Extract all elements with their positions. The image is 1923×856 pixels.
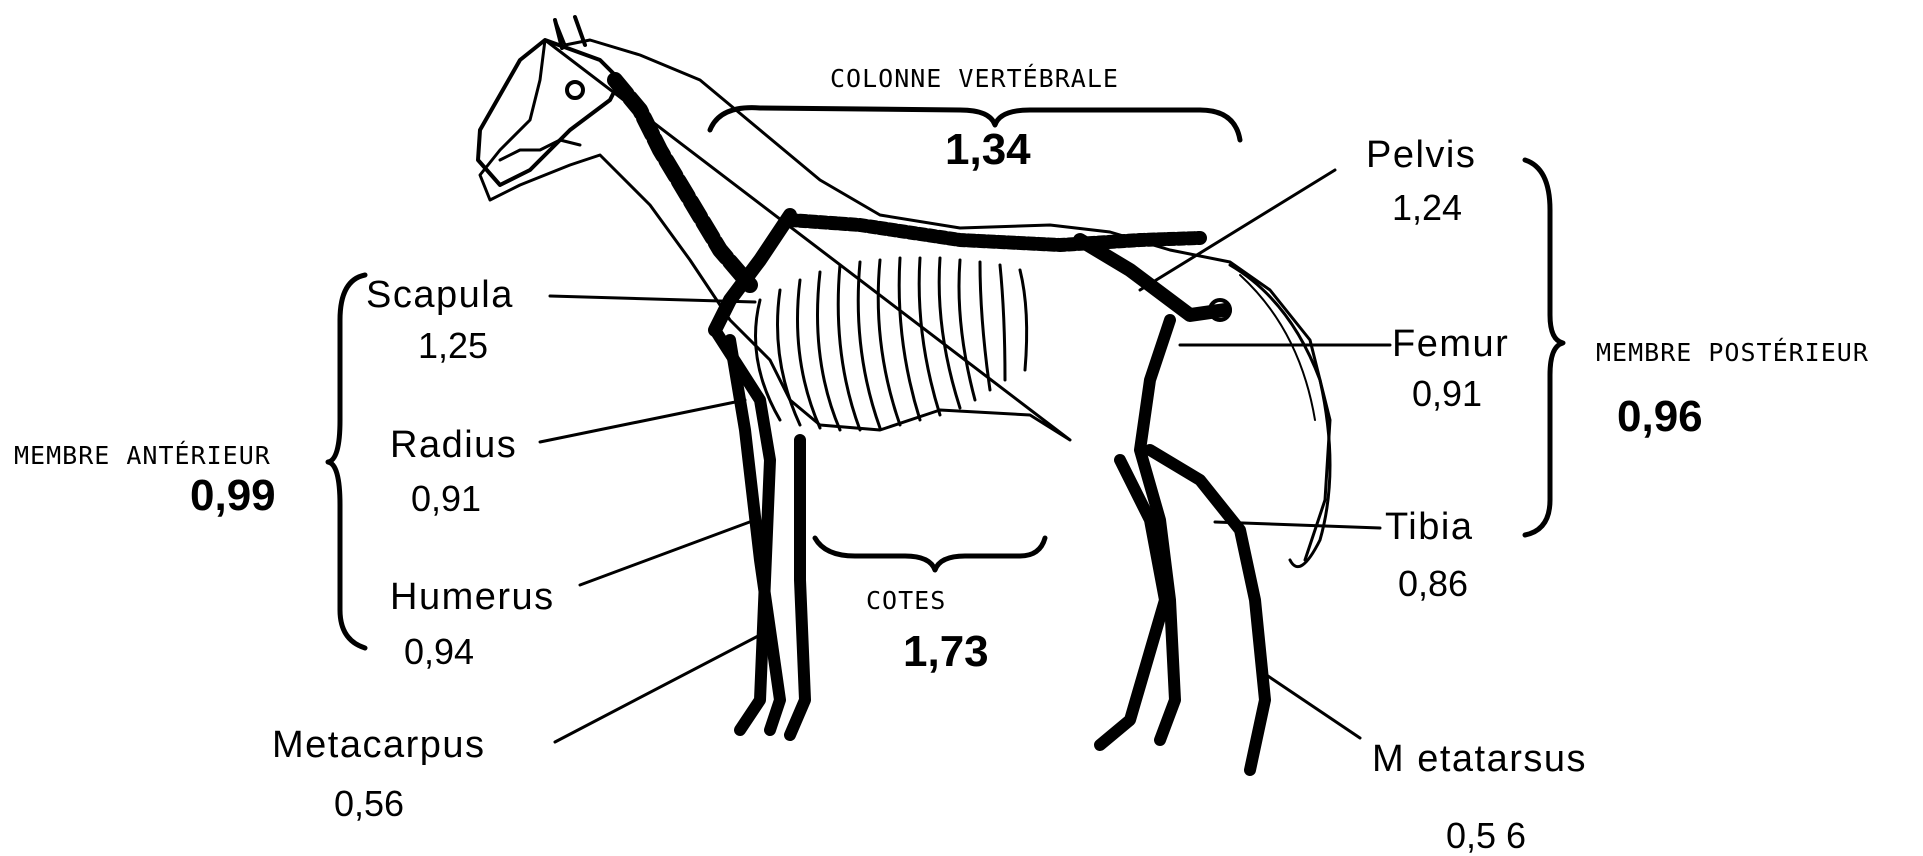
front-legs [715,330,805,735]
radius-value: 0,91 [411,481,481,517]
radius-label: Radius [390,426,517,464]
pelvis-value: 1,24 [1392,190,1462,226]
cotes-value: 1,73 [903,630,989,674]
anterieur-brace [328,275,365,648]
scapula-label: Scapula [366,276,514,314]
metacarpus-value: 0,56 [334,786,404,822]
tibia-label: Tibia [1385,508,1473,546]
femur-label: Femur [1392,325,1509,363]
femur-value: 0,91 [1412,376,1482,412]
anterieur-value: 0,99 [190,474,276,518]
tibia-value: 0,86 [1398,566,1468,602]
scapula-value: 1,25 [418,328,488,364]
colonne-label: COLONNE VERTÉBRALE [830,66,1119,91]
hind-legs [1100,320,1265,770]
posterieur-label: MEMBRE POSTÉRIEUR [1596,340,1869,365]
humerus-value: 0,94 [404,634,474,670]
cotes-label: COTES [866,588,946,613]
humerus-label: Humerus [390,578,555,616]
colonne-value: 1,34 [945,128,1031,172]
spine [790,220,1200,245]
horse-skull [478,40,620,185]
pelvis-label: Pelvis [1366,136,1476,174]
metacarpus-label: Metacarpus [272,726,486,764]
cotes-brace [815,538,1045,570]
metatarsus-label: M etatarsus [1372,740,1587,778]
posterieur-brace [1525,160,1563,535]
posterieur-value: 0,96 [1617,395,1703,439]
metatarsus-value: 0,5 6 [1446,818,1526,854]
anterieur-label: MEMBRE ANTÉRIEUR [14,443,271,468]
